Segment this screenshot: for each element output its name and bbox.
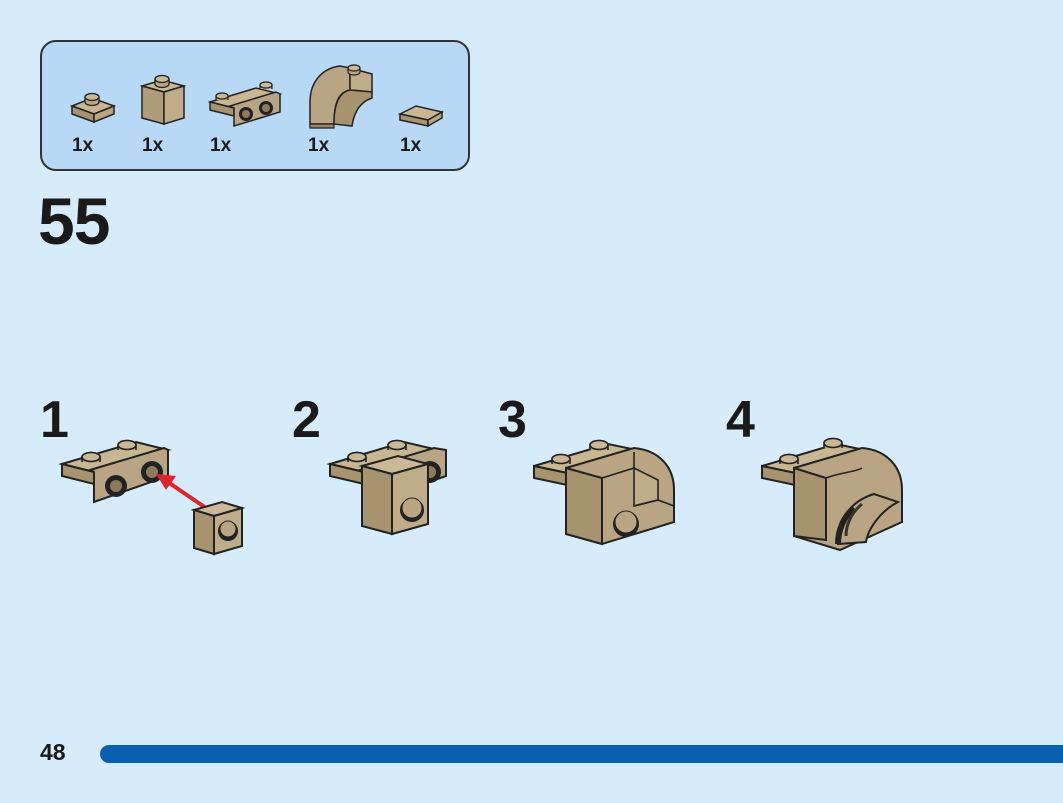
- tile-wedge-icon: [398, 105, 444, 128]
- page-progress-bar: [100, 745, 1063, 763]
- substep-3-assembly: [533, 439, 675, 546]
- brick-1x1-icon: [140, 74, 186, 126]
- substep-2-assembly: [326, 439, 447, 536]
- part-qty: 1x: [210, 135, 232, 156]
- page-number: 48: [40, 739, 66, 765]
- substep-4-assembly: [761, 437, 903, 552]
- substep-1-assembly: [58, 439, 246, 556]
- part-qty: 1x: [142, 135, 164, 156]
- substep-number: 3: [498, 391, 527, 449]
- substep-number: 4: [726, 391, 755, 449]
- step-number: 55: [38, 184, 110, 258]
- part-qty: 1x: [308, 135, 330, 156]
- curved-slope-brick-icon: [309, 64, 373, 129]
- bracket-plate-icon: [208, 81, 282, 128]
- substep-number: 2: [292, 391, 321, 449]
- part-qty: 1x: [72, 135, 94, 156]
- plate-1x2-icon: [70, 92, 116, 124]
- substep-number: 1: [40, 391, 69, 449]
- parts-list-box: 1x 1x 1x 1x 1x: [40, 40, 470, 171]
- part-qty: 1x: [400, 135, 422, 156]
